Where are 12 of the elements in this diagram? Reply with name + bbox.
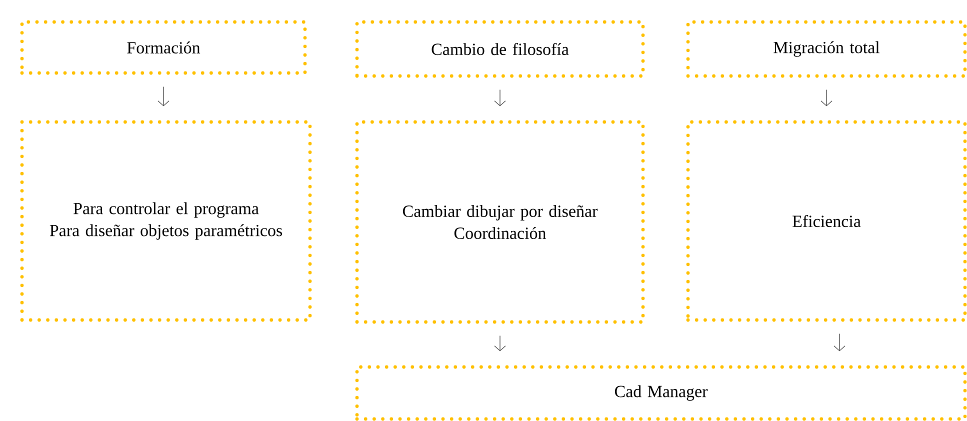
process-box: Cambio de filosofía — [355, 20, 645, 78]
process-box: Cambiar dibujar por diseñar Coordinación — [355, 120, 645, 324]
process-box: Para controlar el programa Para diseñar objetos paramétricos — [20, 120, 312, 322]
process-box: Formación — [20, 20, 307, 75]
arrow — [820, 89, 832, 106]
arrow — [494, 89, 506, 106]
process-box: Cad Manager — [355, 365, 967, 421]
arrow — [494, 335, 506, 352]
arrow — [158, 86, 170, 106]
process-box: Migración total — [686, 20, 967, 78]
arrow — [834, 333, 846, 352]
process-box: Eficiencia — [686, 120, 967, 322]
